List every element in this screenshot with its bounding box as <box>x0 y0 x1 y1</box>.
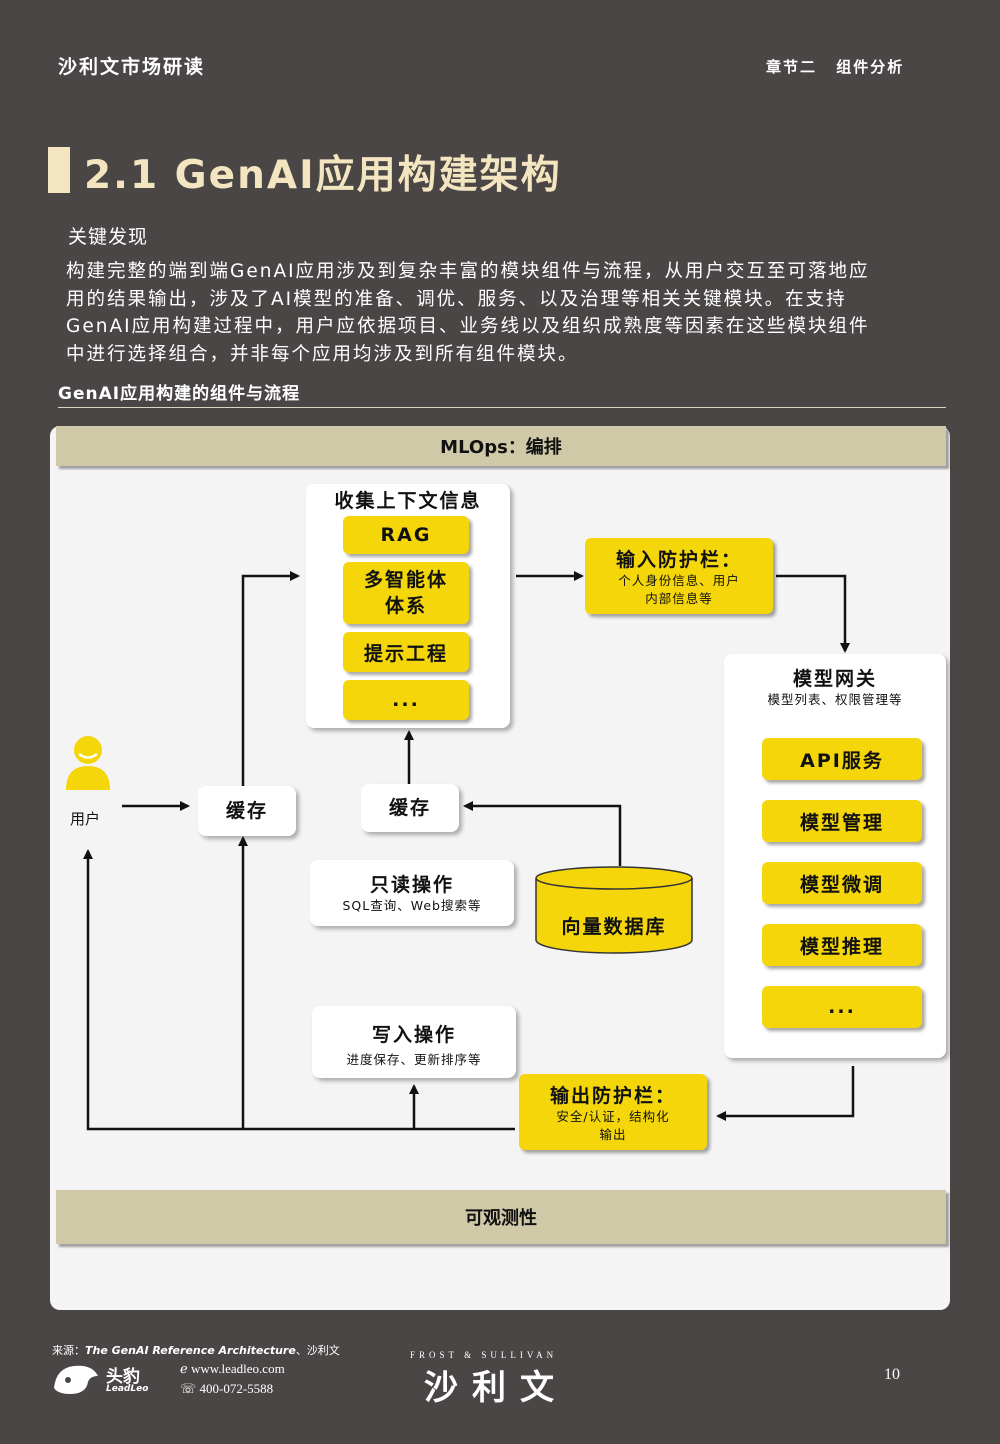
api-service-item: API服务 <box>762 738 922 780</box>
cache-mid-label: 缓存 <box>388 797 431 819</box>
context-title: 收集上下文信息 <box>334 490 482 512</box>
write-title: 写入操作 <box>371 1024 456 1046</box>
multi-agent-label: 多智能体体系 <box>363 569 448 617</box>
vector-database-label: 向量数据库 <box>561 916 667 938</box>
model-management-label: 模型管理 <box>799 811 884 834</box>
gateway-more-label: ... <box>828 996 856 1018</box>
user-icon <box>66 736 110 790</box>
website-link[interactable]: ℯ www.leadleo.com <box>180 1361 285 1377</box>
model-management-item: 模型管理 <box>762 800 922 842</box>
frost-sullivan-logo-cn: 沙利文 <box>424 1368 568 1408</box>
output-guardrail-sub: 安全/认证，结构化 <box>556 1108 670 1124</box>
diagram-section-label: GenAI应用构建的组件与流程 <box>58 384 301 404</box>
write-operation-box: 写入操作 进度保存、更新排序等 <box>312 1006 516 1078</box>
observability-band: 可观测性 <box>56 1190 946 1244</box>
report-brand: 沙利文市场研读 <box>58 56 206 78</box>
model-gateway-title: 模型网关 <box>792 668 877 690</box>
key-findings-line: GenAI应用构建过程中，用户应依据项目、业务线以及组织成熟度等因素在这些模块组… <box>66 316 870 337</box>
page-title: 2.1 GenAI应用构建架构 <box>84 153 562 198</box>
input-guardrail-title: 输入防护栏： <box>615 548 742 571</box>
prompt-engineering-item: 提示工程 <box>343 632 469 672</box>
output-guardrail-title: 输出防护栏： <box>549 1084 676 1107</box>
model-finetune-item: 模型微调 <box>762 862 922 904</box>
section-divider <box>58 407 946 408</box>
flow-arrows <box>83 571 855 1131</box>
leadleo-brand: 头豹 <box>106 1367 140 1387</box>
cache-mid: 缓存 <box>361 784 459 832</box>
architecture-diagram: MLOps：编排 用户 缓存 收集上下文信息 RAG 多智能体体系 提示工程 .… <box>50 426 950 1310</box>
cache-left: 缓存 <box>198 786 296 836</box>
readonly-operation-box: 只读操作 SQL查询、Web搜索等 <box>310 860 514 926</box>
key-findings-line: 用的结果输出，涉及了AI模型的准备、调优、服务、以及治理等相关关键模块。在支持 <box>66 288 847 310</box>
observability-label: 可观测性 <box>465 1208 537 1229</box>
write-sub: 进度保存、更新排序等 <box>346 1052 482 1067</box>
page-number: 10 <box>884 1366 900 1383</box>
mlops-band: MLOps：编排 <box>56 426 946 466</box>
source-prefix: 来源： <box>52 1344 85 1357</box>
web-icon: ℯ <box>180 1361 191 1376</box>
readonly-sub: SQL查询、Web搜索等 <box>342 898 482 913</box>
context-more-item: ... <box>343 680 469 720</box>
model-gateway-sub: 模型列表、权限管理等 <box>767 692 903 707</box>
multi-agent-item: 多智能体体系 <box>343 562 469 624</box>
key-findings-body: 构建完整的端到端GenAI应用涉及到复杂丰富的模块组件与流程，从用户交互至可落地… <box>66 258 946 368</box>
prompt-engineering-label: 提示工程 <box>363 642 448 665</box>
leadleo-brand-en: LeadLeo <box>106 1384 149 1394</box>
model-finetune-label: 模型微调 <box>799 873 884 896</box>
model-inference-label: 模型推理 <box>799 935 884 958</box>
api-service-label: API服务 <box>800 749 884 772</box>
key-findings-line: 构建完整的端到端GenAI应用涉及到复杂丰富的模块组件与流程，从用户交互至可落地… <box>66 261 870 282</box>
rag-item: RAG <box>343 516 469 554</box>
phone-icon: ☏ <box>180 1381 200 1396</box>
input-guardrail-sub: 内部信息等 <box>645 590 713 606</box>
context-more-label: ... <box>392 689 420 711</box>
input-guardrail: 输入防护栏： 个人身份信息、用户 内部信息等 <box>585 538 773 614</box>
mlops-label: MLOps：编排 <box>440 437 562 458</box>
input-guardrail-sub: 个人身份信息、用户 <box>618 572 740 588</box>
cache-left-label: 缓存 <box>225 800 268 822</box>
output-guardrail-sub: 输出 <box>599 1126 627 1142</box>
rag-label: RAG <box>380 524 432 546</box>
source-suffix: 、沙利文 <box>295 1344 340 1357</box>
key-findings-line: 中进行选择组合，并非每个应用均涉及到所有组件模块。 <box>66 343 579 365</box>
source-note: 来源：The GenAI Reference Architecture、沙利文 <box>52 1342 340 1358</box>
website-url: www.leadleo.com <box>190 1361 285 1376</box>
user-label: 用户 <box>70 810 101 828</box>
output-guardrail: 输出防护栏： 安全/认证，结构化 输出 <box>519 1074 707 1150</box>
source-title: The GenAI Reference Architecture <box>85 1344 296 1357</box>
readonly-title: 只读操作 <box>369 874 454 896</box>
phone-text: 400-072-5588 <box>199 1381 274 1396</box>
leadleo-logo-icon <box>54 1365 98 1394</box>
gateway-more-item: ... <box>762 986 922 1028</box>
model-inference-item: 模型推理 <box>762 924 922 966</box>
key-findings-label: 关键发现 <box>68 226 149 248</box>
chapter-label: 章节二 组件分析 <box>766 58 905 76</box>
title-accent-bar <box>48 147 70 193</box>
phone-number: ☏ 400-072-5588 <box>180 1381 273 1397</box>
frost-sullivan-logo-en: FROST & SULLIVAN <box>410 1350 558 1360</box>
vector-database-icon <box>535 866 693 954</box>
